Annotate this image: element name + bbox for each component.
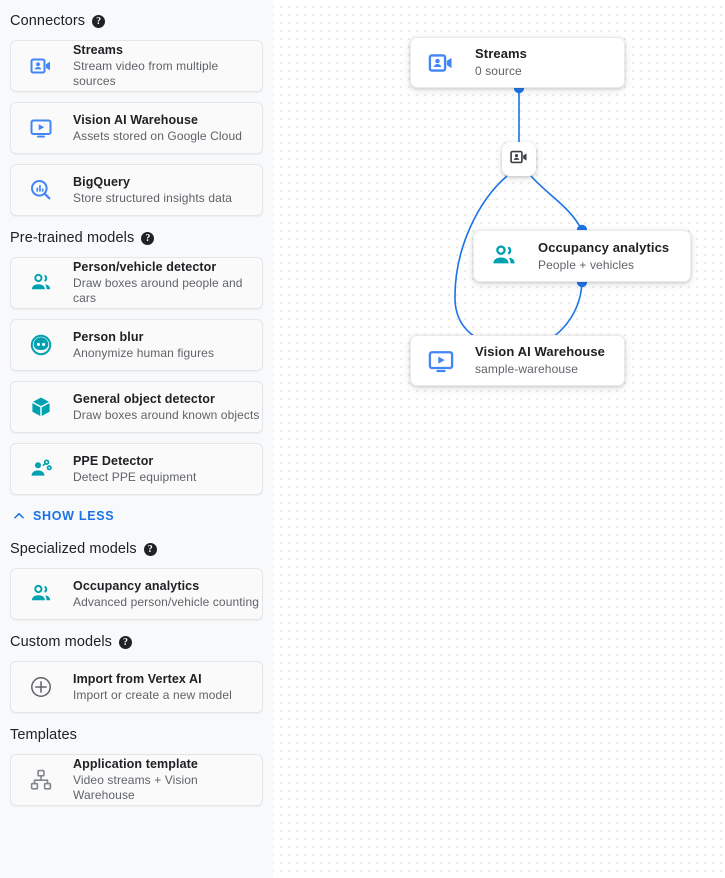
- item-subtitle: Draw boxes around known objects: [73, 407, 260, 422]
- component-sidebar[interactable]: Connectors ? Streams Stream video from m…: [0, 0, 273, 878]
- video-camera-icon: [425, 47, 457, 79]
- section-title: Connectors: [10, 13, 86, 29]
- item-subtitle: Import or create a new model: [73, 687, 232, 702]
- sitemap-icon: [28, 767, 54, 793]
- sidebar-item-general-object-detector[interactable]: General object detector Draw boxes aroun…: [10, 381, 263, 433]
- item-title: Import from Vertex AI: [73, 671, 202, 686]
- video-monitor-icon: [425, 345, 457, 377]
- plus-circle-icon: [28, 674, 54, 700]
- canvas-node-stream-source[interactable]: [502, 142, 536, 176]
- item-title: General object detector: [73, 391, 215, 406]
- cube-icon: [28, 394, 54, 420]
- show-less-button[interactable]: SHOW LESS: [10, 505, 263, 527]
- sidebar-item-import-from-vertex-ai[interactable]: Import from Vertex AI Import or create a…: [10, 661, 263, 713]
- ppe-detector-icon: [28, 456, 54, 482]
- section-title: Custom models: [10, 634, 113, 650]
- video-camera-icon: [509, 147, 529, 172]
- node-title: Vision AI Warehouse: [475, 344, 606, 359]
- sidebar-item-person-vehicle-detector[interactable]: Person/vehicle detector Draw boxes aroun…: [10, 257, 263, 309]
- help-icon[interactable]: ?: [119, 635, 133, 649]
- sidebar-item-ppe-detector[interactable]: PPE Detector Detect PPE equipment: [10, 443, 263, 495]
- canvas-node-streams[interactable]: Streams 0 source: [410, 37, 625, 88]
- node-subtitle: People + vehicles: [538, 257, 635, 272]
- video-monitor-icon: [28, 115, 54, 141]
- node-title: Streams: [475, 46, 528, 61]
- section-title: Templates: [10, 727, 77, 743]
- node-title: Occupancy analytics: [538, 239, 670, 255]
- sidebar-item-person-blur[interactable]: Person blur Anonymize human figures: [10, 319, 263, 371]
- help-icon[interactable]: ?: [141, 231, 155, 245]
- item-subtitle: Anonymize human figures: [73, 345, 215, 360]
- item-subtitle: Stream video from multiple sources: [73, 59, 219, 88]
- item-title: BigQuery: [73, 174, 131, 189]
- sidebar-item-application-template[interactable]: Application template Video streams + Vis…: [10, 754, 263, 806]
- item-title: Person blur: [73, 329, 144, 344]
- graph-canvas[interactable]: Streams 0 source: [273, 0, 725, 878]
- occupancy-people-icon: [488, 240, 520, 272]
- sidebar-item-occupancy-analytics[interactable]: Occupancy analytics Advanced person/vehi…: [10, 568, 263, 620]
- item-subtitle: Store structured insights data: [73, 190, 233, 205]
- sidebar-item-vision-ai-warehouse[interactable]: Vision AI Warehouse Assets stored on Goo…: [10, 102, 263, 154]
- section-header-templates: Templates: [10, 724, 263, 746]
- item-title: PPE Detector: [73, 453, 154, 468]
- item-subtitle: Advanced person/vehicle counting: [73, 594, 259, 609]
- person-blur-icon: [28, 332, 54, 358]
- section-title: Specialized models: [10, 541, 137, 557]
- section-header-pre-trained-models: Pre-trained models ?: [10, 227, 263, 249]
- show-less-label: SHOW LESS: [33, 509, 115, 523]
- canvas-node-occupancy-analytics[interactable]: Occupancy analytics People + vehicles: [473, 230, 691, 282]
- item-title: Vision AI Warehouse: [73, 112, 199, 127]
- section-header-specialized-models: Specialized models ?: [10, 538, 263, 560]
- people-detect-icon: [28, 270, 54, 296]
- sidebar-item-bigquery[interactable]: BigQuery Store structured insights data: [10, 164, 263, 216]
- item-subtitle: Assets stored on Google Cloud: [73, 128, 242, 143]
- video-camera-icon: [28, 53, 54, 79]
- item-title: Occupancy analytics: [73, 578, 200, 593]
- section-header-connectors: Connectors ?: [10, 10, 263, 32]
- node-subtitle: 0 source: [475, 64, 522, 78]
- occupancy-people-icon: [28, 581, 54, 607]
- help-icon[interactable]: ?: [92, 14, 106, 28]
- item-title: Person/vehicle detector: [73, 260, 217, 274]
- item-subtitle: Video streams + Vision Warehouse: [73, 773, 198, 802]
- item-subtitle: Detect PPE equipment: [73, 469, 197, 484]
- chevron-up-icon: [14, 512, 24, 519]
- canvas-node-vision-ai-warehouse[interactable]: Vision AI Warehouse sample-warehouse: [410, 335, 625, 386]
- sidebar-item-streams[interactable]: Streams Stream video from multiple sourc…: [10, 40, 263, 92]
- help-icon[interactable]: ?: [143, 542, 157, 556]
- item-subtitle: Draw boxes around people and cars: [73, 276, 243, 305]
- section-header-custom-models: Custom models ?: [10, 631, 263, 653]
- item-title: Streams: [73, 43, 124, 57]
- item-title: Application template: [73, 757, 198, 771]
- graph-edges: [454, 82, 588, 350]
- bigquery-search-icon: [28, 177, 54, 203]
- section-title: Pre-trained models: [10, 230, 135, 246]
- node-subtitle: sample-warehouse: [475, 362, 578, 376]
